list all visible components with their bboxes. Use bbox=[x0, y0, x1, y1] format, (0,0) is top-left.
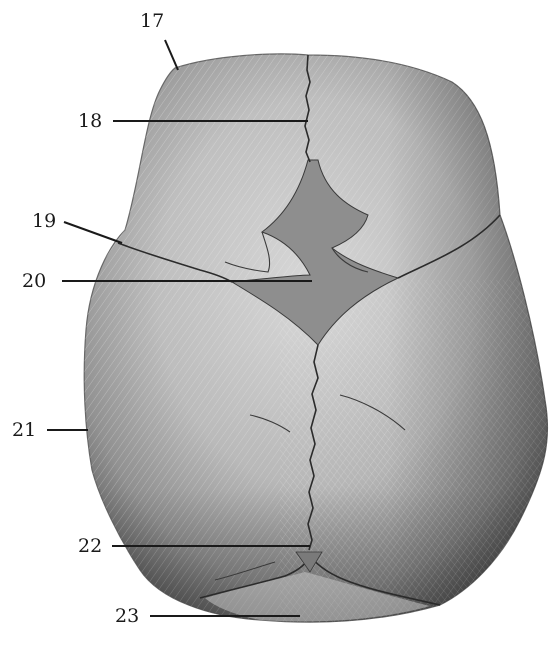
leader-line-17 bbox=[165, 40, 178, 70]
callout-21: 21 bbox=[12, 419, 36, 441]
leader-line-19 bbox=[64, 222, 122, 243]
callout-23: 23 bbox=[115, 605, 139, 627]
callout-19: 19 bbox=[32, 210, 56, 232]
callout-18: 18 bbox=[78, 110, 102, 132]
callout-20: 20 bbox=[22, 270, 46, 292]
callout-22: 22 bbox=[78, 535, 102, 557]
callout-17: 17 bbox=[140, 10, 164, 32]
